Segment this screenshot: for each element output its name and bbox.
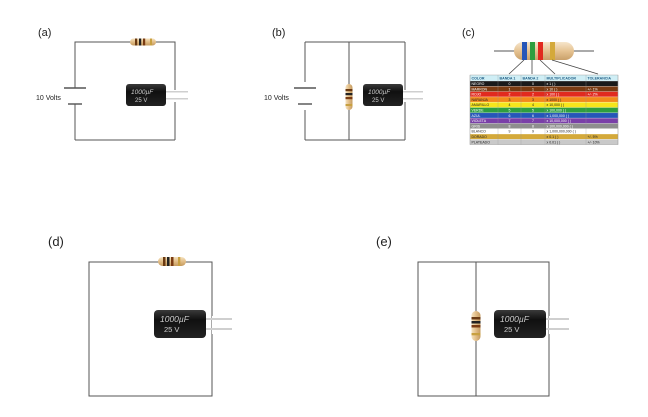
panel-b-cap-voltage: 25 V [372,98,384,104]
table-cell: DORADO [472,135,488,139]
resistor-icon [471,311,481,341]
table-cell: 9 [532,130,534,134]
table-cell: x 10 ( ) [547,87,558,91]
battery-icon [64,82,86,110]
table-header-cell: BANDA 2 [523,77,539,81]
color-code-table: COLOR BANDA 1 BANDA 2 MULTIPLICADOR TOLERANC… [469,74,619,145]
capacitor-icon: 1000µF 25 V [154,310,232,338]
panel-d: (d) 1000µF 25 V [48,234,232,397]
table-cell: x 1,000,000 ( ) [547,114,570,118]
table-cell: GRIS [472,124,481,128]
table-cell: 8 [509,124,511,128]
table-cell: NARANJA [472,98,489,102]
table-header-cell: COLOR [472,77,485,81]
panel-e: (e) 1000µF 25 V [376,234,569,397]
panel-a-voltage-label: 10 Volts [36,95,61,102]
table-cell: x 0.1 ( ) [547,135,559,139]
table-cell: +/- 10% [588,140,600,144]
table-cell: BLANCO [472,130,487,134]
resistor-icon [158,257,186,266]
panel-b-label: (b) [272,27,285,39]
panel-e-label: (e) [376,234,392,249]
resistor-icon [130,38,156,46]
panel-d-cap-value: 1000µF [160,314,190,324]
table-cell: 2 [509,93,511,97]
table-cell: 1 [532,87,534,91]
resistor-icon [494,42,594,60]
table-cell: 5 [532,109,534,113]
table-cell: 5 [509,109,511,113]
table-cell: VERDE [472,109,485,113]
panel-d-cap-voltage: 25 V [164,325,179,334]
table-cell: 1 [509,87,511,91]
panel-d-label: (d) [48,234,64,249]
table-cell: 8 [532,124,534,128]
table-cell: 7 [509,119,511,123]
panel-b-cap-value: 1000µF [368,89,391,96]
table-cell: x 100 ( ) [547,93,560,97]
table-cell: x 100,000,000 ( ) [547,124,573,128]
panel-a-wire-loop [74,41,176,90]
panel-c-label: (c) [462,27,475,39]
table-cell: AMARILLO [472,103,490,107]
panel-e-cap-voltage: 25 V [504,325,519,334]
band-pointer-arrows [508,59,599,75]
table-cell: 3 [532,98,534,102]
table-header-cell: BANDA 1 [500,77,516,81]
panel-a-cap-value: 1000µF [131,89,154,96]
table-cell: x 10,000,000 ( ) [547,119,572,123]
table-cell: 7 [532,119,534,123]
table-header-cell: TOLERANCIA [588,77,612,81]
table-cell: VIOLETA [472,119,487,123]
table-cell: +/- 1% [588,87,598,91]
table-cell: 6 [532,114,534,118]
table-header-row [470,75,618,81]
panel-e-cap-value: 1000µF [500,314,530,324]
resistor-icon [345,84,353,110]
table-cell: x 1000 ( ) [547,98,562,102]
battery-icon [294,87,316,105]
panel-c: (c) COLOR BANDA 1 BANDA 2 MULTIPLICADOR TOLE… [462,27,619,145]
table-cell: 3 [509,98,511,102]
table-cell: 6 [509,114,511,118]
table-cell: x 100,000 ( ) [547,109,567,113]
table-cell: NEGRO [472,82,485,86]
table-cell: x 1,000,000,000 ( ) [547,130,576,134]
table-cell: MARRON [472,87,488,91]
table-cell: +/- 2% [588,93,598,97]
capacitor-icon: 1000µF 25 V [494,310,569,338]
table-header-cell: MULTIPLICADOR [547,77,577,81]
panel-b: (b) 10 Volts 1000µF 25 V [264,27,423,141]
table-cell: AZUL [472,114,481,118]
capacitor-icon: 1000µF 25 V [126,84,188,106]
panel-b-voltage-label: 10 Volts [264,95,289,102]
table-cell: 2 [532,93,534,97]
panel-a: (a) 10 Volts 1000µF 25 V [36,27,188,141]
table-cell: x 1 ( ) [547,82,556,86]
table-cell: 9 [509,130,511,134]
table-cell: 0 [532,82,534,86]
table-cell: 0 [509,82,511,86]
table-cell: 4 [509,103,511,107]
table-cell: ROJO [472,93,482,97]
table-cell: x 10,000 ( ) [547,103,565,107]
panel-a-label: (a) [38,27,51,39]
table-cell: 4 [532,103,534,107]
table-cell: PLATEADO [472,140,491,144]
table-cell: x 0.01 ( ) [547,140,561,144]
capacitor-icon: 1000µF 25 V [363,84,423,106]
panel-a-cap-voltage: 25 V [135,98,147,104]
table-cell: +/- 5% [588,135,598,139]
